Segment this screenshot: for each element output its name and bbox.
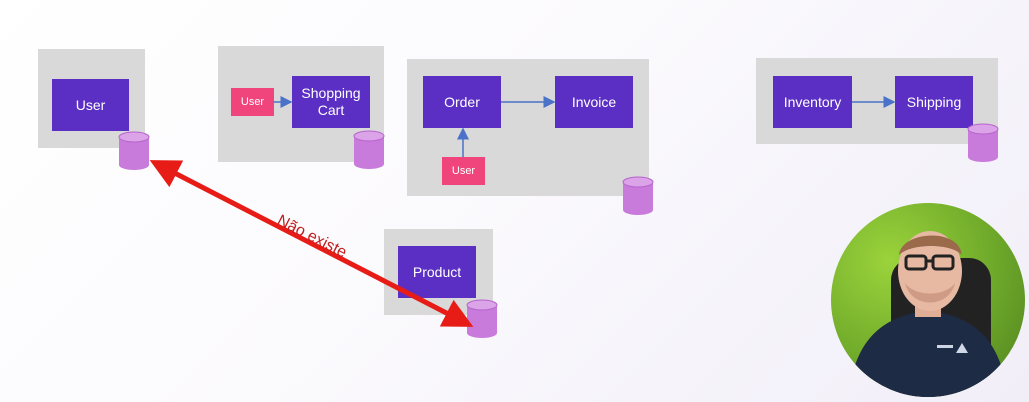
service-invoice: Invoice bbox=[555, 76, 633, 128]
database-icon bbox=[466, 299, 498, 338]
service-inventory: Inventory bbox=[773, 76, 852, 128]
presenter-avatar-icon bbox=[849, 231, 1007, 397]
service-order: Order bbox=[423, 76, 501, 128]
service-shipping: Shipping bbox=[895, 76, 973, 128]
not-exists-label: Não existe bbox=[274, 212, 350, 262]
database-icon bbox=[353, 130, 385, 169]
database-icon bbox=[622, 176, 654, 215]
presenter-video bbox=[831, 203, 1025, 397]
tag-user: User bbox=[442, 157, 485, 185]
database-icon bbox=[118, 131, 150, 170]
service-user: User bbox=[52, 79, 129, 131]
service-product: Product bbox=[398, 246, 476, 298]
tag-user: User bbox=[231, 88, 274, 116]
database-icon bbox=[967, 123, 999, 162]
service-shopping-cart: Shopping Cart bbox=[292, 76, 370, 128]
